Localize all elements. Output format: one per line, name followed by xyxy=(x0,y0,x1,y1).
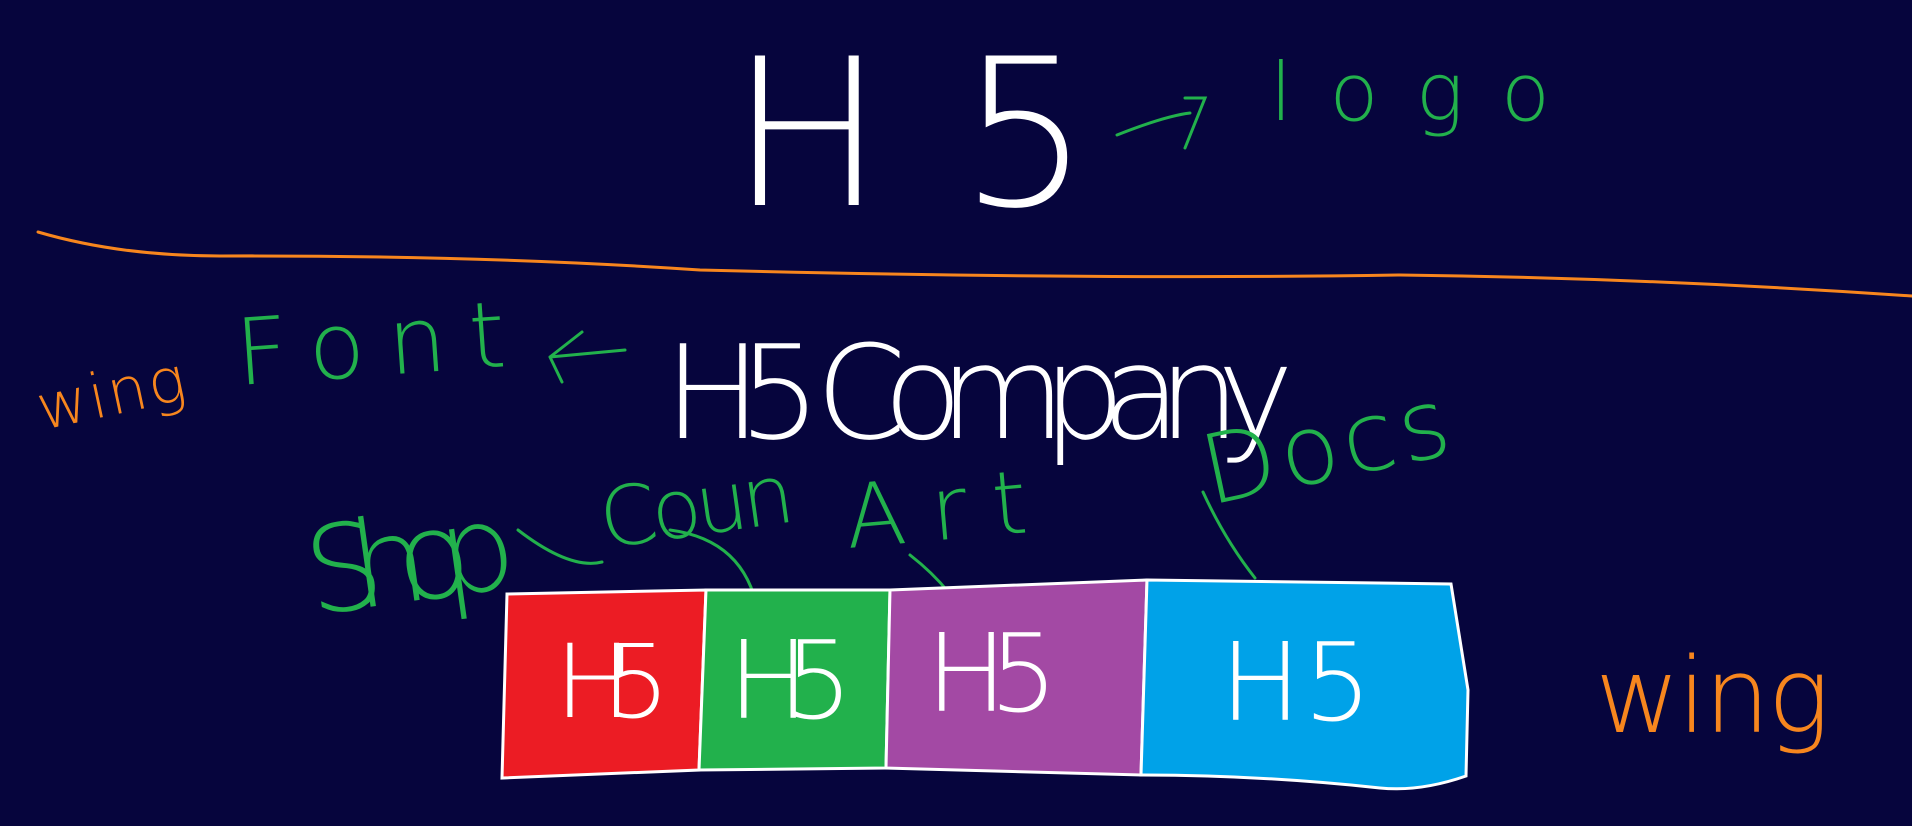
font-annotation: Font xyxy=(232,281,509,407)
nav-box-docs[interactable] xyxy=(1139,578,1470,791)
nav-label-art: Art xyxy=(841,450,1031,568)
wing-label-right: wing xyxy=(1595,635,1830,757)
wing-label-left: wing xyxy=(30,342,192,445)
nav-box-coun-text: H5 xyxy=(728,619,853,744)
nav-label-shop: Shop xyxy=(297,477,524,644)
logo-annotation: logo xyxy=(1270,46,1550,139)
nav-bar: H5 H5 H5 H5 xyxy=(500,578,1470,791)
nav-box-shop-text: H5 xyxy=(555,623,670,742)
shop-arrow xyxy=(516,528,604,565)
nav-label-coun: Coun xyxy=(594,447,800,568)
font-arrow xyxy=(548,330,627,384)
nav-box-docs-text: H5 xyxy=(1220,621,1372,746)
docs-arrow xyxy=(1201,490,1257,580)
nav-box-art-text: H5 xyxy=(926,612,1058,737)
company-name: H5 Company xyxy=(664,317,1294,469)
header-divider xyxy=(36,230,1912,298)
logo-text: H5 xyxy=(730,16,1090,254)
logo-arrow xyxy=(1115,96,1208,150)
